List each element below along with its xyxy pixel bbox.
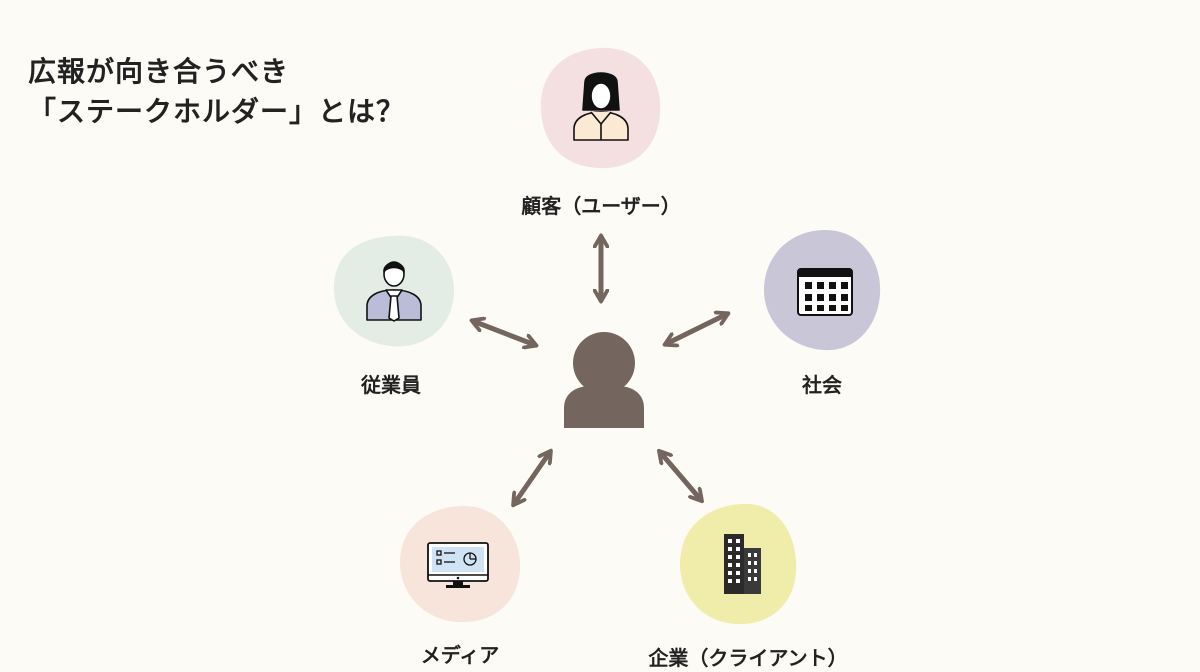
society-label: 社会 <box>802 373 842 397</box>
media-label: メディア <box>420 643 500 667</box>
monitor-icon <box>427 542 489 588</box>
title-line-2: 「ステークホルダー」とは？ <box>28 95 406 128</box>
title-line-1: 広報が向き合うべき <box>28 55 290 88</box>
arrow-society <box>666 314 727 344</box>
arrow-media <box>514 452 550 504</box>
customer-label: 顧客（ユーザー） <box>521 194 681 218</box>
page-title: 広報が向き合うべき 「ステークホルダー」とは？ <box>28 52 405 132</box>
businessman-icon <box>366 261 422 322</box>
arrow-employee <box>473 321 535 345</box>
company-label: 企業（クライアント） <box>648 646 848 670</box>
building-icon <box>724 534 761 594</box>
woman-icon <box>573 72 629 141</box>
center-person-icon <box>564 332 644 428</box>
arrow-company <box>660 452 701 500</box>
calendar-grid-icon <box>797 268 853 316</box>
employee-label: 従業員 <box>361 373 421 397</box>
